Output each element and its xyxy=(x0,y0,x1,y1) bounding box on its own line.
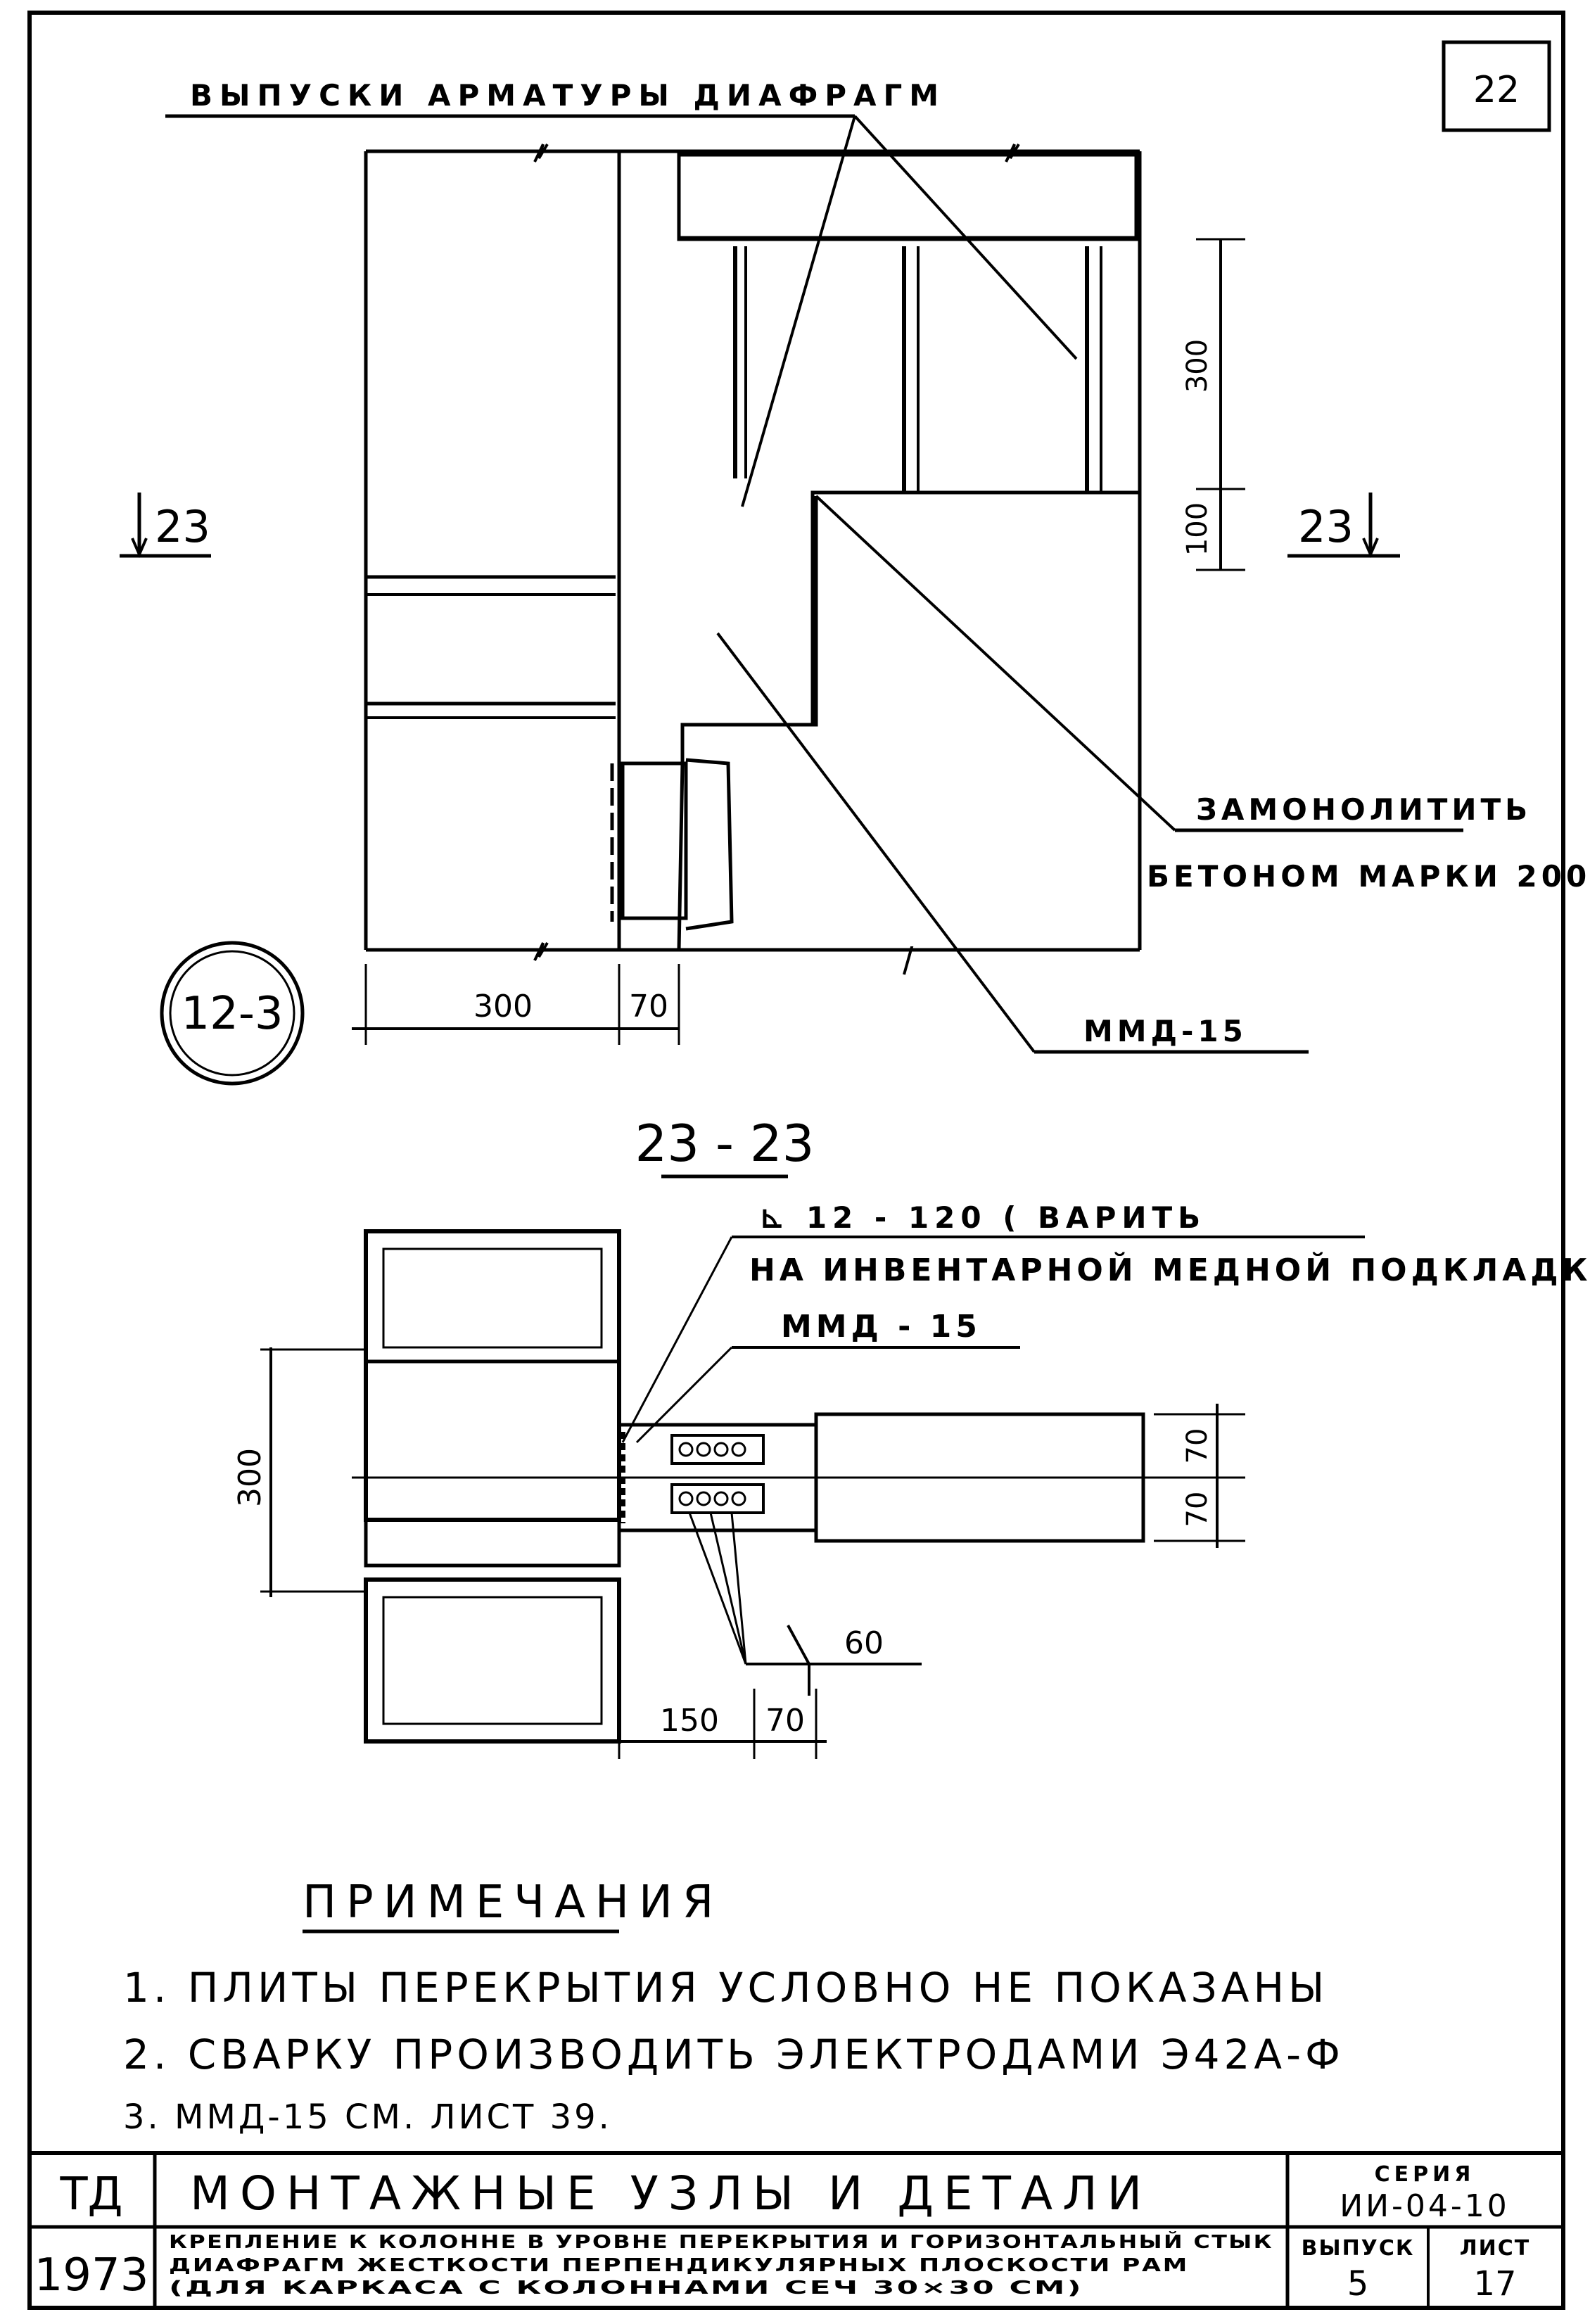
node-label: 12-3 xyxy=(181,988,283,1040)
dim-bottom-300: 300 xyxy=(473,989,533,1024)
dim-bottom-70: 70 xyxy=(629,989,668,1024)
series-value: ИИ-04-10 xyxy=(1340,2188,1510,2224)
dim-vertical-diaphragm: 70 70 xyxy=(1154,1404,1245,1548)
dim-bottom-section: 150 70 xyxy=(605,1689,827,1759)
sheet-frame: 22 xyxy=(27,11,1565,2310)
callout-concrete-line1: ЗАМОНОЛИТИТЬ xyxy=(1196,792,1532,827)
note-item-1: 1. ПЛИТЫ ПЕРЕКРЫТИЯ УСЛОВНО НЕ ПОКАЗАНЫ xyxy=(123,1964,1328,2012)
callout-mmd-section: ММД - 15 xyxy=(781,1309,981,1345)
title-block: ТД 1973 МОНТАЖНЫЕ УЗЛЫ И ДЕТАЛИ КРЕПЛЕНИ… xyxy=(30,2151,1563,2308)
dim-vertical-upper: 300 100 xyxy=(1181,238,1245,571)
section-mark-right-label: 23 xyxy=(1298,501,1354,552)
section-mark-left-label: 23 xyxy=(155,501,210,552)
section-mark-left: 23 xyxy=(120,493,211,559)
dim-section-300: 300 xyxy=(232,1448,268,1507)
sheet-label: ЛИСТ xyxy=(1460,2236,1531,2261)
issue-label: ВЫПУСК xyxy=(1302,2236,1415,2261)
weld-note-line2: НА ИНВЕНТАРНОЙ МЕДНОЙ ПОДКЛАДКЕ) xyxy=(749,1251,1590,1288)
issue-value: 5 xyxy=(1347,2264,1369,2304)
sheet-number: 22 xyxy=(1473,69,1520,111)
year-label: 1973 xyxy=(34,2249,149,2301)
dim-100-label: 100 xyxy=(1181,502,1214,556)
weld-note-line1: ⊾ 12 - 120 ( ВАРИТЬ xyxy=(760,1200,1206,1235)
sheet-value: 17 xyxy=(1473,2264,1516,2304)
description-line2: ДИАФРАГМ ЖЕСТКОСТИ ПЕРПЕНДИКУЛЯРНЫХ ПЛОС… xyxy=(169,2255,1189,2276)
note-item-3: 3. ММД-15 СМ. ЛИСТ 39. xyxy=(123,2097,612,2137)
mmd-element xyxy=(621,761,688,920)
callout-concrete-line2: БЕТОНОМ МАРКИ 200 xyxy=(1147,859,1590,894)
dim-300-label: 300 xyxy=(1181,339,1214,393)
dim-bottom-upper: 300 70 xyxy=(352,964,680,1045)
section-title: 23 - 23 xyxy=(635,1114,815,1173)
callout-mmd-upper: ММД-15 xyxy=(1083,1014,1247,1048)
dim-bottom-70-section: 70 xyxy=(765,1703,805,1739)
column-section xyxy=(364,1359,621,1568)
dim-70-upper: 70 xyxy=(1181,1428,1214,1464)
org-label: ТД xyxy=(59,2169,122,2221)
section-mark-right: 23 xyxy=(1287,493,1400,559)
weld-60-label: 60 xyxy=(844,1625,884,1661)
series-label: СЕРИЯ xyxy=(1375,2162,1475,2187)
description-line1: КРЕПЛЕНИЕ К КОЛОННЕ В УРОВНЕ ПЕРЕКРЫТИЯ … xyxy=(169,2230,1273,2253)
rebar-outlets xyxy=(733,246,1102,493)
main-title: МОНТАЖНЫЕ УЗЛЫ И ДЕТАЛИ xyxy=(190,2166,1152,2221)
node-marker: 12-3 xyxy=(160,941,305,1086)
dim-70-lower: 70 xyxy=(1181,1492,1214,1528)
description-line3: (ДЛЯ КАРКАСА С КОЛОННАМИ СЕЧ 30×30 СМ) xyxy=(169,2278,1083,2299)
section-view: 23 - 23 ⊾ 12 - 120 ( ВАРИТЬ НА ИНВЕНТАРН… xyxy=(232,1114,1590,1759)
dim-bottom-150: 150 xyxy=(660,1703,719,1739)
notes: ПРИМЕЧАНИЯ 1. ПЛИТЫ ПЕРЕКРЫТИЯ УСЛОВНО Н… xyxy=(123,1877,1344,2137)
notes-heading: ПРИМЕЧАНИЯ xyxy=(303,1877,723,1929)
note-item-2: 2. СВАРКУ ПРОИЗВОДИТЬ ЭЛЕКТРОДАМИ Э42А-Ф xyxy=(123,2031,1344,2078)
callout-rebar-label: ВЫПУСКИ АРМАТУРЫ ДИАФРАГМ xyxy=(190,78,946,113)
dim-vertical-section: 300 xyxy=(232,1347,366,1597)
upper-view: ВЫПУСКИ АРМАТУРЫ ДИАФРАГМ xyxy=(120,78,1590,1086)
